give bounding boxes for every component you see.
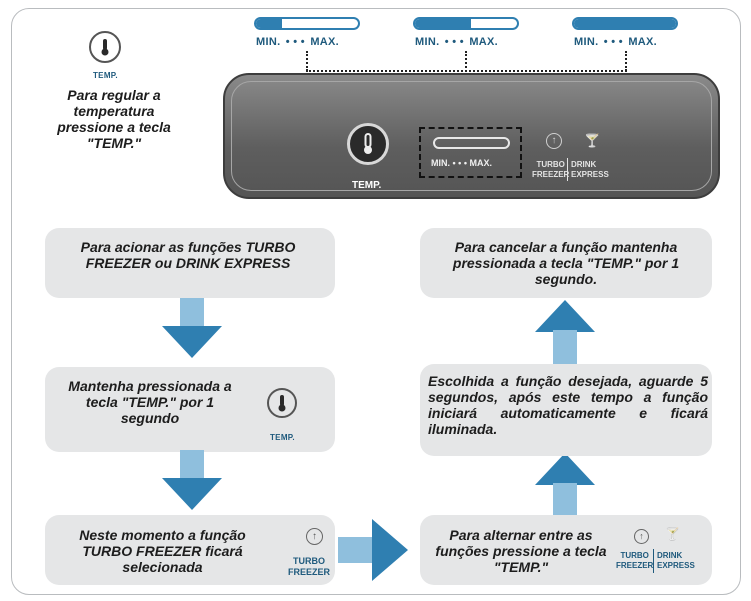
min-label: MIN. [256, 36, 281, 48]
connector-line [625, 51, 627, 71]
freezer-line: FREEZER [532, 170, 570, 179]
drink-express-icon: 🍸 [665, 527, 680, 541]
temp-icon-label: TEMP. [93, 71, 118, 80]
step-1-box [45, 228, 335, 298]
temp-button[interactable] [347, 123, 389, 165]
panel-divider [567, 158, 568, 181]
step-2-temp-label: TEMP. [270, 433, 295, 442]
control-panel [223, 73, 720, 199]
max-label: MAX. [628, 36, 658, 48]
panel-max-label: MAX. [469, 158, 493, 168]
regulate-temp-instruction: Para regular a temperatura pressione a t… [57, 87, 171, 151]
level-fill [415, 19, 472, 28]
panel-dots: • • • [452, 158, 467, 168]
level-scale-mid: MIN. • • • MAX. [415, 36, 498, 48]
level-scale-max: MIN. • • • MAX. [574, 36, 657, 48]
level-fill [574, 19, 676, 28]
thermometer-icon [278, 395, 286, 412]
step-3-box [45, 515, 335, 585]
arrow-up-icon [535, 453, 595, 515]
level-indicator-mid [413, 17, 519, 30]
level-scale-min: MIN. • • • MAX. [256, 36, 339, 48]
express-line: EXPRESS [657, 561, 695, 570]
arrow-right-icon [338, 519, 408, 581]
max-label: MAX. [469, 36, 499, 48]
step-4-turbo-label: TURBO FREEZER [616, 551, 653, 571]
panel-turbo-label: TURBO FREEZER [532, 160, 569, 180]
panel-scale: MIN. • • • MAX. [431, 158, 492, 168]
turbo-freezer-icon: ↑ [634, 529, 649, 544]
panel-drink-label: DRINK EXPRESS [571, 160, 609, 180]
scale-dots: • • • [444, 36, 464, 48]
level-indicator-min [254, 17, 360, 30]
arrow-up-icon [535, 300, 595, 364]
step-6-box [420, 228, 712, 298]
step-5-box [420, 364, 712, 456]
level-indicator-max [572, 17, 678, 30]
max-label: MAX. [310, 36, 340, 48]
highlight-box [419, 127, 522, 178]
step-3-text: Neste momento a função TURBO FREEZER fic… [79, 527, 246, 575]
step-2-text: Mantenha pressionada a tecla "TEMP." por… [68, 378, 232, 426]
scale-dots: • • • [285, 36, 305, 48]
connector-line [306, 51, 308, 71]
step-4-text: Para alternar entre as funções pressione… [435, 527, 607, 575]
drink-line: DRINK [571, 160, 597, 169]
step-5-text: Escolhida a função desejada, aguarde 5 s… [428, 373, 708, 437]
step-4-divider [653, 549, 654, 573]
arrow-down-icon [162, 298, 222, 358]
temp-icon-button [89, 31, 121, 63]
turbo-freezer-icon: ↑ [546, 133, 562, 149]
step-4-box [420, 515, 712, 585]
thermometer-icon [101, 39, 109, 56]
turbo-freezer-icon: ↑ [306, 528, 323, 545]
arrow-down-icon [162, 450, 222, 510]
min-label: MIN. [415, 36, 440, 48]
thermometer-icon [364, 133, 372, 154]
step-1-text: Para acionar as funções TURBO FREEZER ou… [80, 239, 296, 271]
panel-temp-label: TEMP. [352, 180, 382, 191]
connector-line [306, 70, 627, 72]
scale-dots: • • • [603, 36, 623, 48]
level-fill [256, 19, 282, 28]
step-3-turbo-label: TURBO FREEZER [276, 556, 342, 578]
step-2-temp-icon [267, 388, 297, 418]
turbo-line: TURBO [293, 556, 325, 566]
panel-level-bar [433, 137, 510, 149]
express-line: EXPRESS [571, 170, 609, 179]
min-label: MIN. [574, 36, 599, 48]
drink-line: DRINK [657, 551, 683, 560]
step-6-text: Para cancelar a função mantenha pression… [452, 239, 680, 287]
step-4-drink-label: DRINK EXPRESS [657, 551, 695, 571]
freezer-line: FREEZER [616, 561, 654, 570]
drink-express-icon: 🍸 [584, 133, 601, 148]
turbo-line: TURBO [620, 551, 649, 560]
panel-min-label: MIN. [431, 158, 450, 168]
freezer-line: FREEZER [287, 567, 330, 577]
panel-bezel [231, 81, 712, 191]
turbo-line: TURBO [536, 160, 565, 169]
